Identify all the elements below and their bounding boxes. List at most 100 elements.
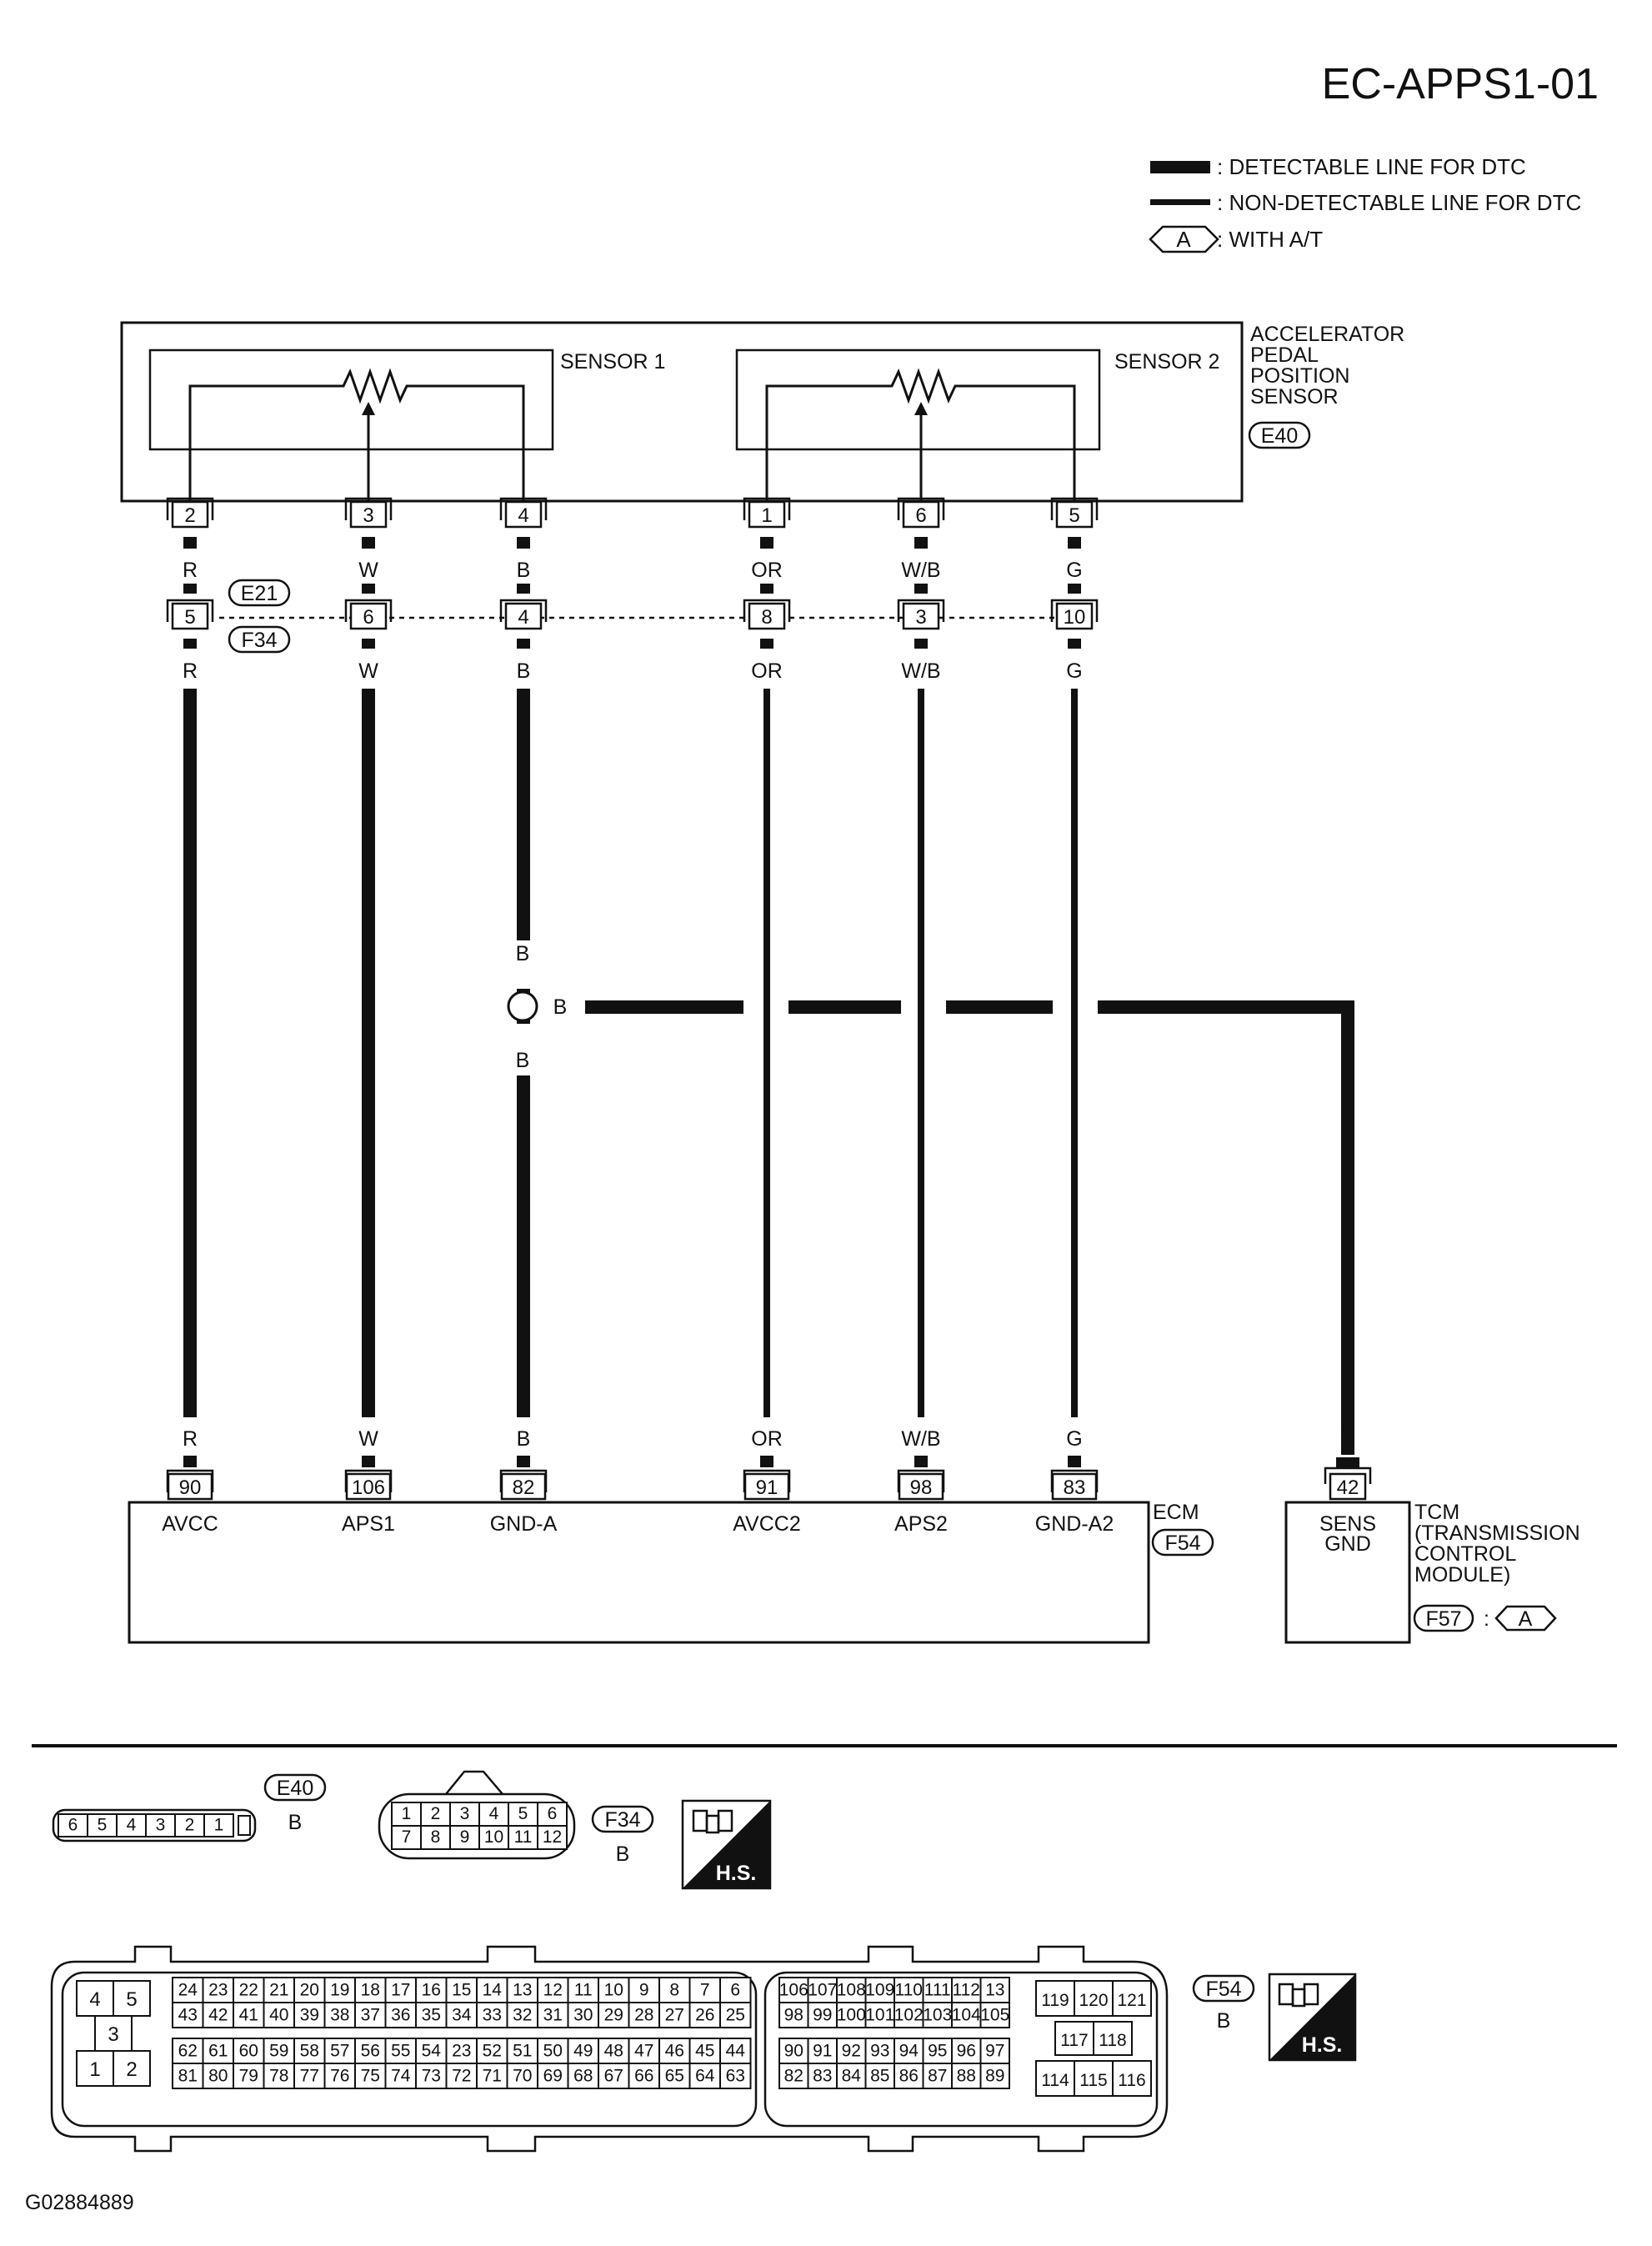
cavity-number: 17 <box>391 1981 410 2000</box>
wire-stub <box>1068 584 1081 594</box>
cavity-number: 98 <box>784 2006 803 2025</box>
accelerator-pedal-position-sensor: SENSOR 1 SENSOR 2 ACCELERATOR PEDAL POSI… <box>120 321 1404 506</box>
sensor-2-label: SENSOR 2 <box>1114 350 1219 373</box>
cavity-number: 15 <box>452 1981 471 2000</box>
cavity-number: 13 <box>513 1981 532 2000</box>
connector-cavity <box>76 2050 114 2087</box>
ecm-pin <box>1051 1472 1098 1501</box>
cavity-number: 34 <box>452 2006 472 2025</box>
cavity-number: 64 <box>695 2067 715 2086</box>
cavity-number: 52 <box>483 2042 502 2061</box>
cavity-number: 41 <box>239 2006 258 2025</box>
cavity-number: 5 <box>518 1804 528 1823</box>
sensor-1-potentiometer <box>188 368 525 506</box>
wire-color-label: W/B <box>901 559 940 582</box>
cavity-number: 78 <box>269 2067 288 2086</box>
cavity-number: 66 <box>634 2067 653 2086</box>
cavity-number: 33 <box>483 2006 502 2025</box>
connector-cavity <box>478 1802 509 1827</box>
cavity-number: 36 <box>391 2006 410 2025</box>
cavity-number: 81 <box>178 2067 198 2086</box>
cavity-number: 92 <box>842 2042 861 2061</box>
wire-color-label: R <box>183 659 198 683</box>
junction-pin-socket <box>1050 599 1099 622</box>
sensor-1-label: SENSOR 1 <box>560 350 665 373</box>
cavity-number: 6 <box>730 1981 740 2000</box>
connector-cavity <box>567 1977 599 2003</box>
f34-label-badge <box>591 1805 654 1833</box>
connector-cavity <box>202 2063 234 2089</box>
cavity-number: 48 <box>604 2042 623 2061</box>
connector-cavity <box>415 2038 448 2064</box>
cavity-number: 63 <box>726 2067 745 2086</box>
cavity-number: 68 <box>573 2067 593 2086</box>
connector-cavity <box>384 2038 417 2064</box>
sensor-pin-number: 3 <box>363 504 373 527</box>
option-hexagon-icon <box>1494 1605 1557 1632</box>
wire <box>918 689 924 1417</box>
connector-cavity <box>233 2063 265 2089</box>
cavity-number: 71 <box>483 2067 502 2086</box>
sensor-pin <box>171 500 209 529</box>
sensor-2-potentiometer <box>765 368 1076 506</box>
cavity-number: 2 <box>431 1804 441 1823</box>
cavity-number: 31 <box>543 2006 563 2025</box>
connector-cavity <box>508 1825 538 1850</box>
cavity-number: 57 <box>330 2042 349 2061</box>
sensor-name-line: SENSOR <box>1250 385 1339 409</box>
ecm-terminal-label: APS1 <box>342 1512 395 1536</box>
cavity-number: 7 <box>700 1981 710 2000</box>
cavity-number: 97 <box>985 2042 1004 2061</box>
sensor-1-box <box>148 348 554 451</box>
f54-label: F54 <box>1205 1978 1241 2001</box>
connector-cavity <box>233 1977 265 2003</box>
connector-cavity <box>263 2063 295 2089</box>
connector-cavity <box>1035 1980 1075 2017</box>
connector-cavity <box>87 1813 118 1837</box>
ecm-terminal-label: AVCC2 <box>733 1512 801 1536</box>
junction-connector-badge <box>228 625 291 654</box>
wire-stub <box>183 537 197 549</box>
connector-cavity <box>894 1977 924 2003</box>
sensor-pin-number: 4 <box>518 504 528 527</box>
e40-connector-latch <box>238 1815 251 1836</box>
cavity-number: 88 <box>957 2067 976 2086</box>
cavity-number: 69 <box>543 2067 563 2086</box>
connector-cavity <box>145 1813 176 1837</box>
ecm-terminal-label: AVCC <box>162 1512 218 1536</box>
junction-pin-number: 6 <box>363 606 373 629</box>
cavity-number: 58 <box>300 2042 319 2061</box>
ecm-name: ECM <box>1153 1501 1199 1524</box>
ecm-terminal-label: GND-A <box>490 1512 558 1536</box>
cavity-number: 94 <box>899 2042 919 2061</box>
cavity-number: 26 <box>695 2006 714 2025</box>
junction-pin-socket <box>499 599 548 622</box>
cavity-number: 25 <box>726 2006 745 2025</box>
sensor-name-line: POSITION <box>1250 364 1349 388</box>
cavity-number: 90 <box>784 2042 803 2061</box>
wire-color-label: R <box>183 559 198 582</box>
ecm-pin-number: 91 <box>756 1476 778 1499</box>
cavity-number: 12 <box>543 1981 563 2000</box>
cavity-number: 37 <box>361 2006 380 2025</box>
connector-cavity <box>979 2063 1010 2089</box>
cavity-number: 101 <box>865 2006 894 2025</box>
connector-cavity <box>894 2002 924 2028</box>
f34-label: F34 <box>604 1808 640 1832</box>
connector-cavity <box>864 2063 895 2089</box>
cavity-number: 5 <box>126 1988 137 2011</box>
cavity-number: 118 <box>1099 2031 1126 2050</box>
ecm-terminal-label: GND-A2 <box>1035 1512 1114 1536</box>
cavity-number: 1 <box>402 1804 412 1823</box>
cavity-number: 28 <box>634 2006 653 2025</box>
cavity-number: 4 <box>127 1815 137 1834</box>
connector-cavity <box>922 2002 953 2028</box>
wire-color-label: W <box>358 559 378 582</box>
sensor-pin <box>349 500 388 529</box>
connector-cavity <box>922 2038 953 2064</box>
e40-label: E40 <box>277 1777 313 1800</box>
sensor-connector-label: E40 <box>1261 424 1298 448</box>
harness-connector-icon <box>692 1809 733 1834</box>
cavity-number: 107 <box>808 1981 837 2000</box>
